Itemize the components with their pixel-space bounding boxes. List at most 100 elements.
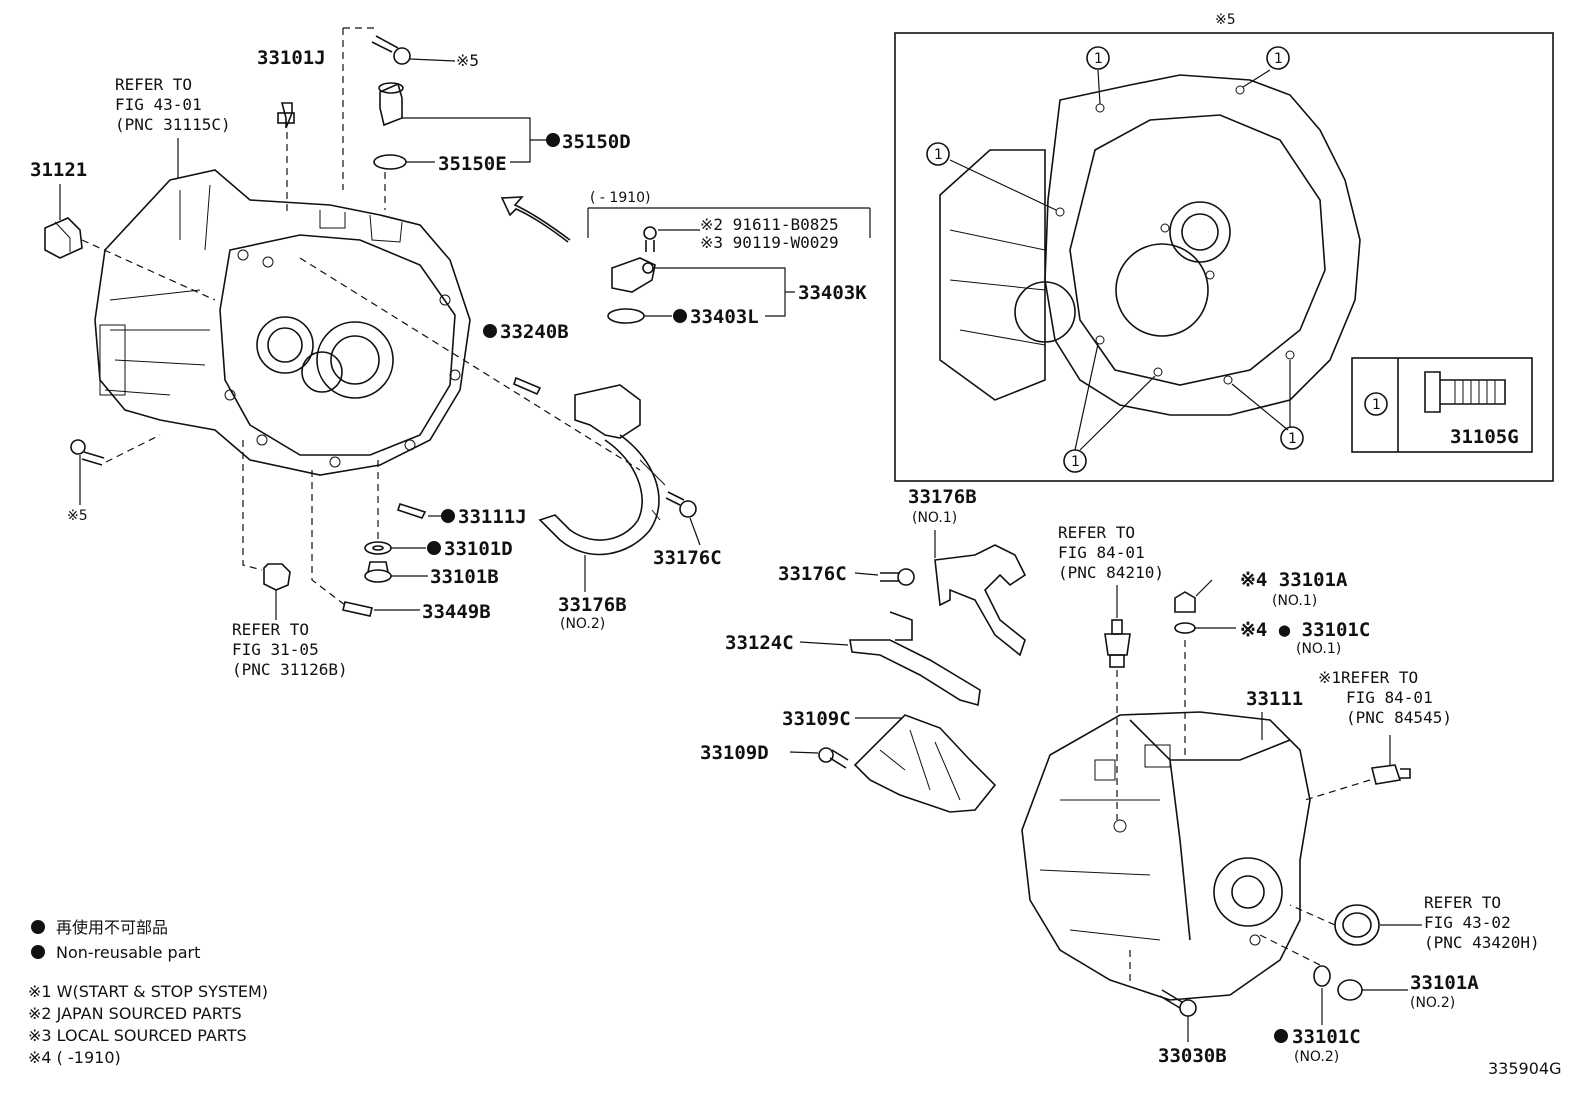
oring-35150E <box>373 154 407 170</box>
refer-8401b-line2: FIG 84-01 <box>1346 688 1433 707</box>
refer-3105-line3: (PNC 31126B) <box>232 660 348 679</box>
legend-note1: ※1 W(START & STOP SYSTEM) <box>28 982 268 1001</box>
bolt-top <box>371 35 411 65</box>
label-33101A-no2: 33101A <box>1410 972 1479 994</box>
bolt-left <box>70 439 105 466</box>
refer-8401a-line3: (PNC 84210) <box>1058 563 1164 582</box>
plug-33101A-no1 <box>1174 591 1196 613</box>
legend-en: Non-reusable part <box>56 943 200 962</box>
label-33101B: 33101B <box>430 566 499 588</box>
plate-33124C <box>849 611 981 707</box>
circle-label-1f: 1 <box>1372 397 1381 413</box>
bolt-91611 <box>643 226 657 252</box>
refer-3105-line2: FIG 31-05 <box>232 640 319 659</box>
refer-4302-line2: FIG 43-02 <box>1424 913 1511 932</box>
pin-33240B <box>513 376 542 396</box>
bolt-33176C-right <box>880 568 915 586</box>
refer-8401b-line3: (PNC 84545) <box>1346 708 1452 727</box>
label-no2-a: (NO.2) <box>560 616 605 632</box>
label-33101A-no1: ※4 33101A <box>1240 569 1348 591</box>
inset-box <box>894 32 1554 482</box>
label-no1-a: (NO.1) <box>912 510 957 526</box>
label-35150D: 35150D <box>562 131 631 153</box>
label-33111: 33111 <box>1246 688 1303 710</box>
label-33101D: 33101D <box>444 538 513 560</box>
label-33111J: 33111J <box>458 506 527 528</box>
bolt-33030B <box>1159 989 1197 1017</box>
refer-8401a-line2: FIG 84-01 <box>1058 543 1145 562</box>
label-91611: ※2 91611-B0825 <box>700 215 839 234</box>
refer-4302-line3: (PNC 43420H) <box>1424 933 1540 952</box>
circle-label-1e: 1 <box>1288 431 1297 447</box>
bolt-33176C-mid <box>665 491 697 518</box>
refer-3105-line1: REFER TO <box>232 620 309 639</box>
legend: 再使用不可部品 Non-reusable part ※1 W(START & S… <box>28 918 268 1067</box>
pin-33111J <box>396 502 427 519</box>
label-33101J-top: 33101J <box>257 47 326 69</box>
refer-4301-line3: (PNC 31115C) <box>115 115 231 134</box>
label-33101C-no1: ※4 ● 33101C <box>1240 619 1370 641</box>
label-33176B-no1: 33176B <box>908 486 977 508</box>
plug-31126B <box>263 563 291 591</box>
label-note5-top: ※5 <box>456 51 479 70</box>
label-note5-left: ※5 <box>67 508 88 524</box>
plug-31121 <box>44 217 83 259</box>
sensor-84210 <box>1104 619 1131 668</box>
washer-33101C-no2 <box>1313 965 1331 987</box>
label-no2-b: (NO.2) <box>1410 995 1455 1011</box>
oil-seal-43420H <box>1334 904 1380 946</box>
figure-id: 335904G <box>1488 1059 1561 1078</box>
breather-35150D <box>378 82 404 127</box>
inset-title: ※5 <box>1215 12 1236 28</box>
oring-33403L <box>607 308 645 324</box>
label-33101C-no2: 33101C <box>1292 1026 1361 1048</box>
washer-33101D <box>364 541 392 555</box>
labels: 33101J REFER TO FIG 43-01 (PNC 31115C) 3… <box>30 12 1561 1078</box>
label-33240B: 33240B <box>500 321 569 343</box>
plug-33101A-no2 <box>1337 979 1363 1001</box>
label-33176B-no2: 33176B <box>558 594 627 616</box>
plug-33101B <box>364 561 392 583</box>
sensor-84545 <box>1371 764 1411 785</box>
label-33403L: 33403L <box>690 306 759 328</box>
label-33109D: 33109D <box>700 742 769 764</box>
label-33449B: 33449B <box>422 601 491 623</box>
bolt-31105G <box>1424 371 1506 413</box>
legend-note3: ※3 LOCAL SOURCED PARTS <box>28 1026 247 1045</box>
transmission-case-33111 <box>1021 711 1311 1001</box>
inset-bolt-label: 31105G <box>1450 426 1519 448</box>
bolt-33109D <box>818 747 849 769</box>
bracket-33176B-no2 <box>538 384 666 556</box>
label-31121: 31121 <box>30 159 87 181</box>
circle-label-1d: 1 <box>1071 454 1080 470</box>
shift-part-33403K <box>611 257 656 293</box>
label-33109C: 33109C <box>782 708 851 730</box>
label-range-1910: ( - 1910) <box>590 190 651 206</box>
label-33176C-mid: 33176C <box>653 547 722 569</box>
label-33176C-right: 33176C <box>778 563 847 585</box>
label-no2-c: (NO.2) <box>1294 1049 1339 1065</box>
legend-jp: 再使用不可部品 <box>56 918 168 937</box>
label-35150E: 35150E <box>438 153 507 175</box>
refer-8401b-line1: ※1REFER TO <box>1318 668 1418 687</box>
label-33124C: 33124C <box>725 632 794 654</box>
refer-4301-line1: REFER TO <box>115 75 192 94</box>
gasket-33449B <box>342 601 373 617</box>
refer-4301-line2: FIG 43-01 <box>115 95 202 114</box>
circle-label-1a: 1 <box>1094 51 1103 67</box>
transaxle-housing-left <box>94 169 471 476</box>
bracket-33176B-no1 <box>934 544 1027 657</box>
washer-33101C-no1 <box>1174 622 1196 634</box>
circle-label-1c: 1 <box>934 147 943 163</box>
label-33403K: 33403K <box>798 282 867 304</box>
circle-label-1b: 1 <box>1274 51 1283 67</box>
label-33030B: 33030B <box>1158 1045 1227 1067</box>
legend-note4: ※4 ( -1910) <box>28 1048 121 1067</box>
cover-33109C <box>853 714 997 813</box>
refer-8401a-line1: REFER TO <box>1058 523 1135 542</box>
legend-note2: ※2 JAPAN SOURCED PARTS <box>28 1004 242 1023</box>
label-90119: ※3 90119-W0029 <box>700 233 839 252</box>
label-no1-c: (NO.1) <box>1296 641 1341 657</box>
plug-33101J <box>277 102 295 129</box>
